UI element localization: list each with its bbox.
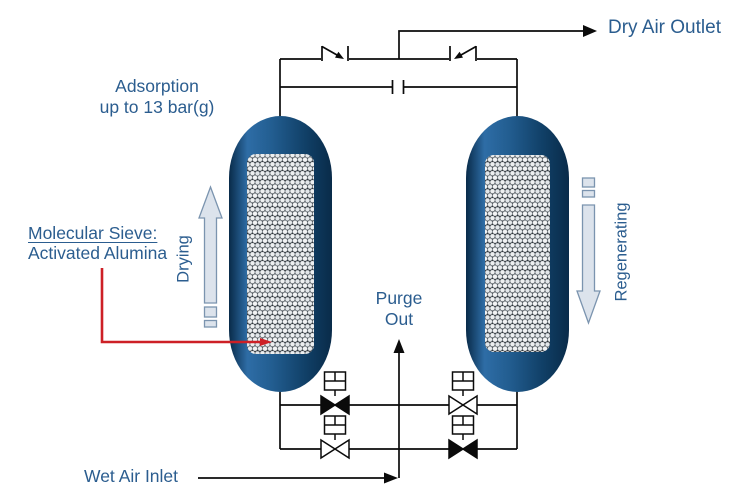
inlet-valve-right-closed — [448, 415, 478, 460]
dry-air-outlet-label: Dry Air Outlet — [608, 17, 721, 38]
purge-out-label: Purge Out — [349, 288, 449, 330]
wet-air-inlet-arrowhead-icon — [384, 472, 398, 484]
desiccant-bed-left — [247, 154, 314, 354]
drying-label: Drying — [174, 235, 193, 283]
pipe-dry-air-outlet — [398, 30, 584, 59]
molecular-sieve-pointer-arrowhead-icon — [260, 338, 272, 346]
adsorption-pressure-label: Adsorption up to 13 bar(g) — [57, 76, 257, 118]
adsorption-line2: up to 13 bar(g) — [99, 97, 215, 117]
desiccant-bed-right — [485, 155, 550, 352]
molecular-sieve-pointer-line — [100, 268, 262, 344]
purge-valve-right-open — [448, 371, 478, 416]
molecular-sieve-line2: Activated Alumina — [28, 243, 168, 263]
drying-arrow-icon — [198, 185, 223, 328]
check-valve-right-icon — [449, 45, 477, 61]
purge-orifice-icon — [391, 80, 405, 94]
dry-air-outlet-arrowhead-icon — [583, 25, 597, 37]
check-valve-left-icon — [321, 45, 349, 61]
purge-line2: Out — [384, 309, 414, 329]
regenerating-arrow-icon — [576, 177, 601, 325]
molecular-sieve-line1: Molecular Sieve: — [28, 223, 158, 243]
molecular-sieve-label: Molecular Sieve: Activated Alumina — [28, 223, 167, 263]
purge-line1: Purge — [375, 288, 423, 308]
purge-out-arrowhead-icon — [393, 339, 405, 353]
wet-air-inlet-label: Wet Air Inlet — [84, 466, 179, 486]
purge-valve-left-closed — [320, 371, 350, 416]
inlet-valve-left-open — [320, 415, 350, 460]
adsorption-line1: Adsorption — [115, 76, 199, 96]
regenerating-label: Regenerating — [612, 202, 631, 302]
